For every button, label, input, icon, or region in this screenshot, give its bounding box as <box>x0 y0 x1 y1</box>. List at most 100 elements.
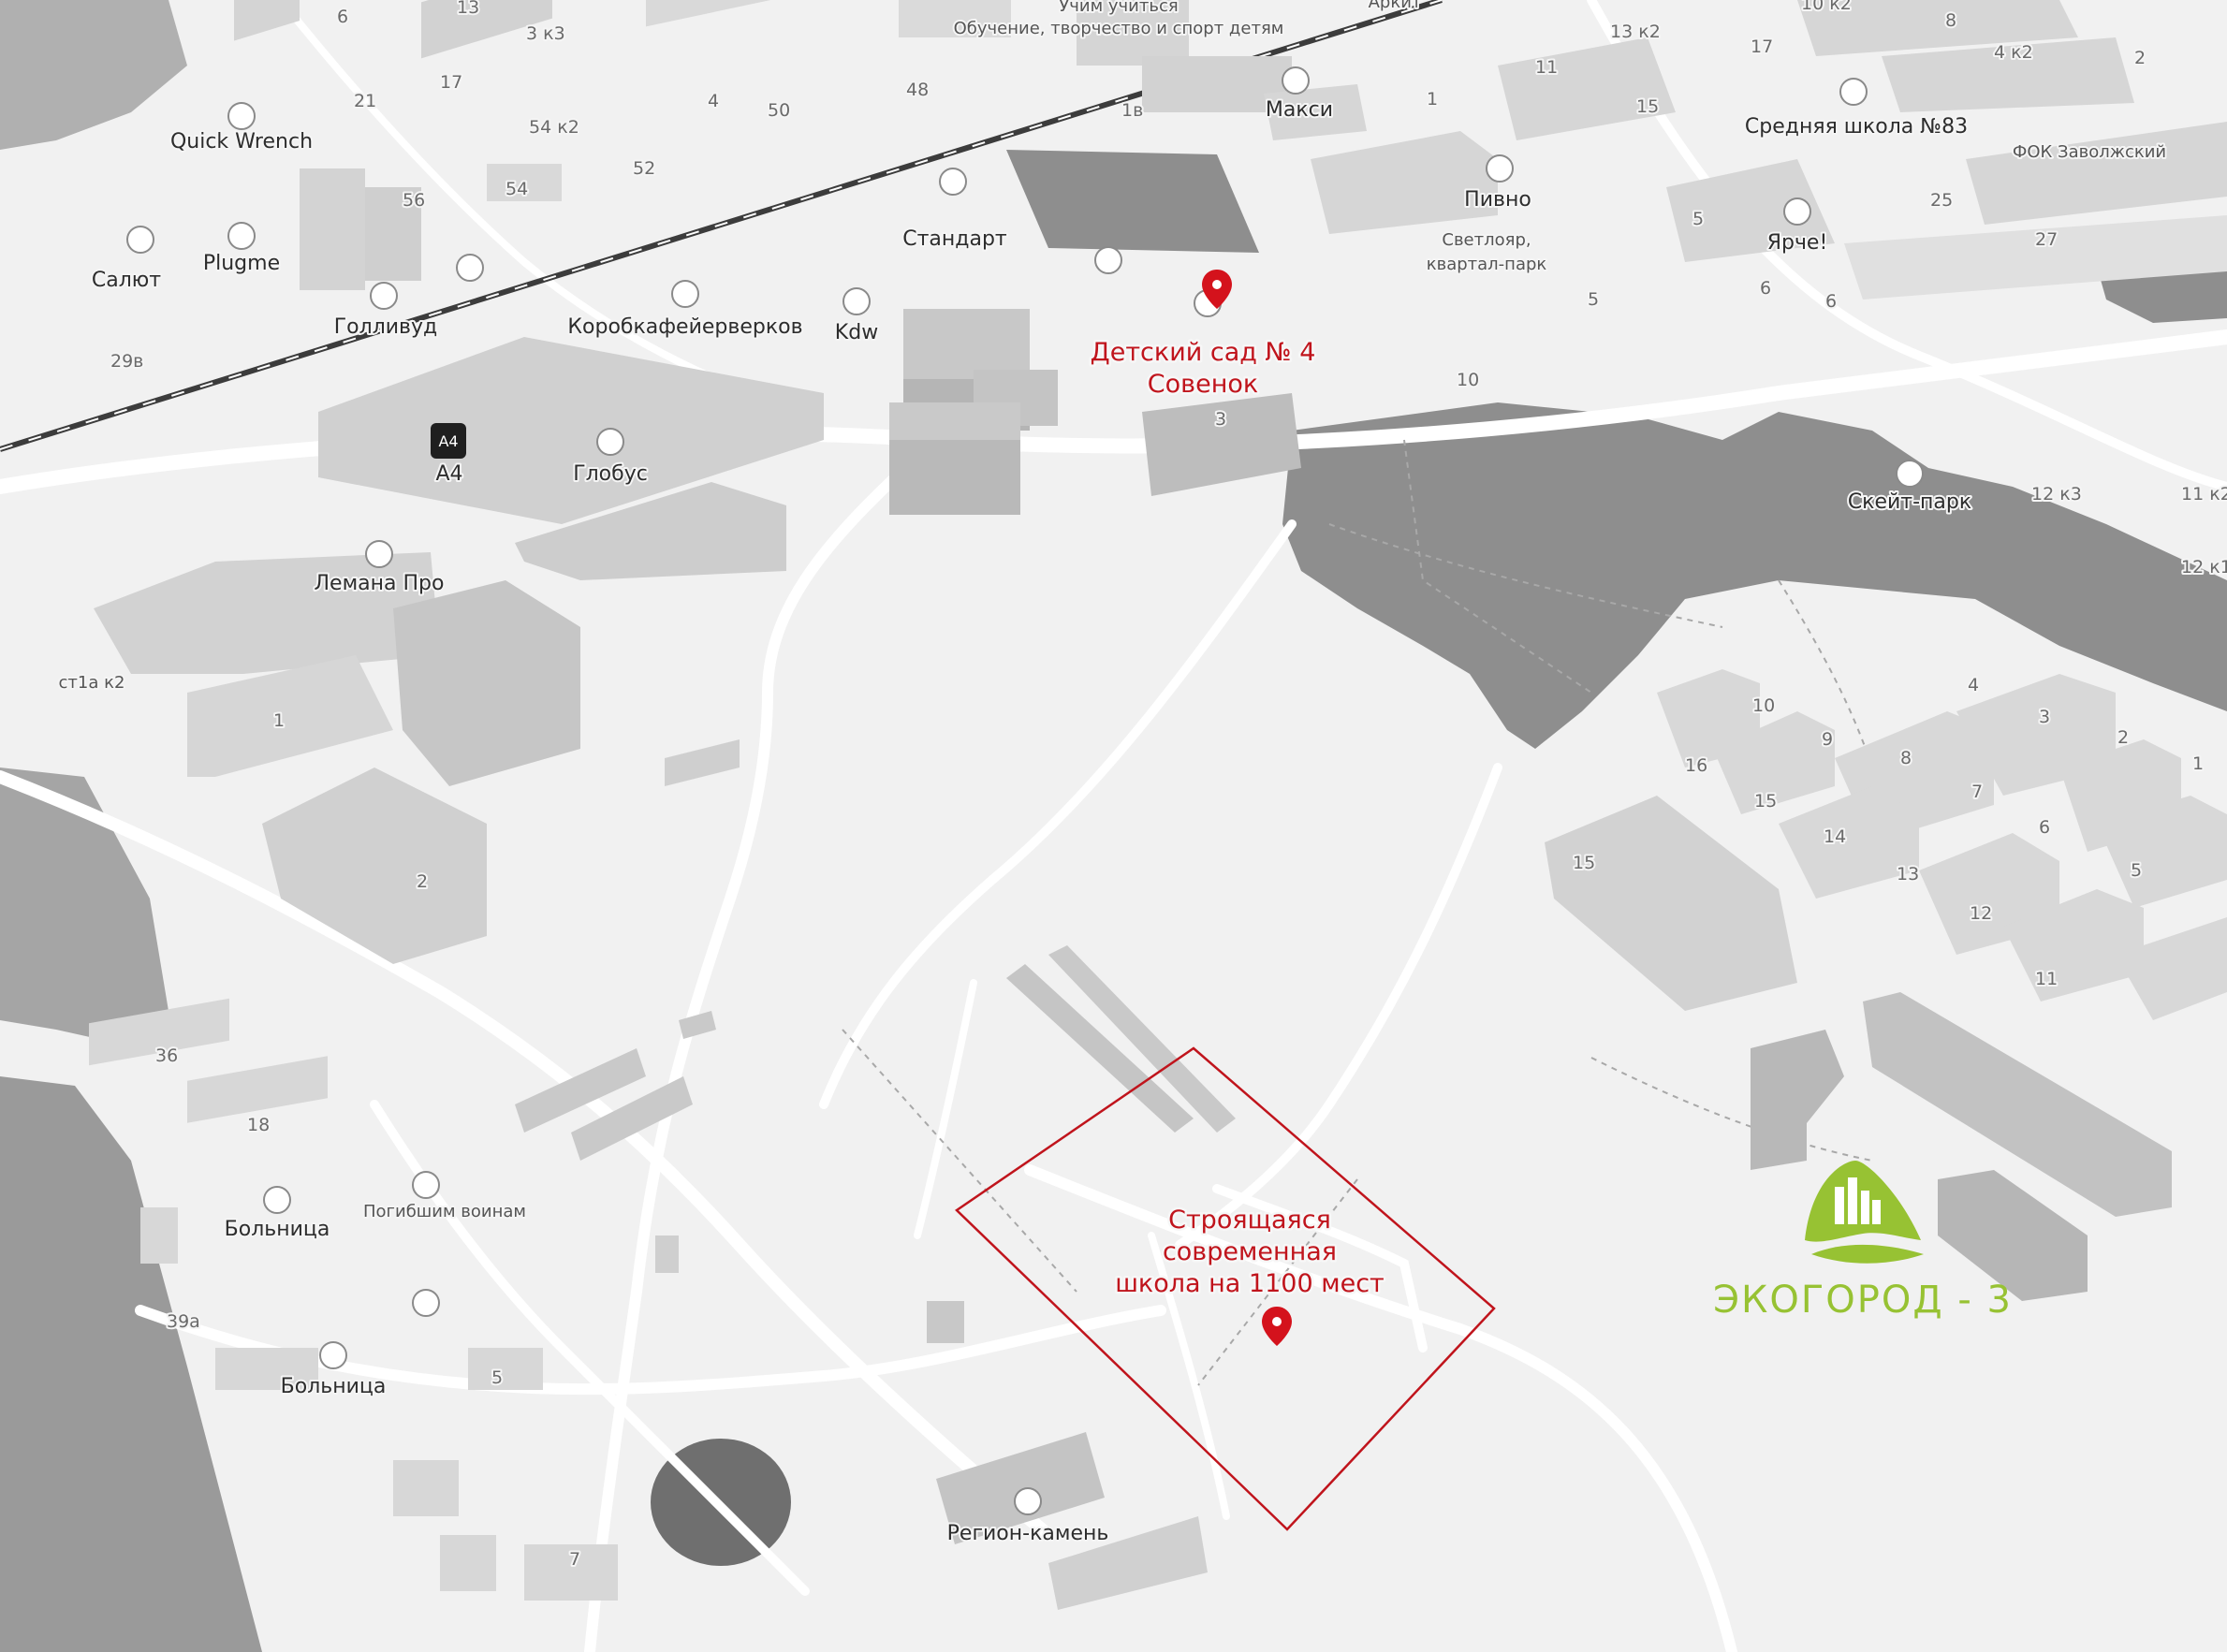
house-number: 2 <box>2117 727 2129 748</box>
label-a4: A4 <box>435 462 462 486</box>
label-kdw: Kdw <box>835 321 878 344</box>
house-number: 17 <box>440 72 462 93</box>
cart-icon <box>842 287 871 315</box>
house-number: 15 <box>1754 791 1777 811</box>
house-number: 21 <box>354 91 376 111</box>
house-number: 7 <box>569 1549 580 1570</box>
house-number: 52 <box>633 158 655 179</box>
school-site-outline[interactable] <box>955 1046 1496 1531</box>
house-number: 16 <box>1685 755 1707 776</box>
label-svetloyar2: квартал-парк <box>1427 255 1547 274</box>
house-number: 11 <box>1535 57 1558 78</box>
house-number: 3 <box>2039 707 2050 727</box>
house-number: 50 <box>768 100 790 121</box>
house-number: 12 к1 <box>2181 557 2227 577</box>
ecogorod-logo-text: ЭКОГОРОД - 3 <box>1713 1279 2013 1322</box>
label-fok: ФОК Заволжский <box>2013 142 2166 162</box>
house-number: 4 к2 <box>1994 42 2033 63</box>
house-number: 11 <box>2035 969 2058 989</box>
kindergarten-pin[interactable] <box>1202 270 1232 309</box>
house-number: 12 к3 <box>2031 484 2082 504</box>
poi-icons <box>126 66 1924 1515</box>
house-number: 1в <box>1121 100 1143 121</box>
label-hollywood: Голливуд <box>334 315 438 339</box>
house-number: 54 <box>505 179 528 199</box>
house-number: 56 <box>403 190 425 211</box>
hospital-icon <box>263 1186 291 1214</box>
hospital-icon <box>319 1341 347 1369</box>
house-number: 2 <box>417 871 428 892</box>
house-number: 6 <box>1760 278 1771 299</box>
house-number: 1 <box>2192 753 2204 774</box>
cart-icon <box>456 254 484 282</box>
label-school83: Средняя школа №83 <box>1745 115 1968 139</box>
house-number: 1 <box>273 710 285 731</box>
label-hospital1: Больница <box>225 1218 330 1241</box>
atm-icon <box>1094 246 1122 274</box>
house-number: 18 <box>247 1115 270 1135</box>
cart-icon <box>1282 66 1310 95</box>
monument-icon <box>412 1171 440 1199</box>
house-number: 13 к2 <box>1610 22 1661 42</box>
house-number: 54 к2 <box>529 117 579 138</box>
footpaths <box>842 439 1873 1386</box>
house-number: 17 <box>1751 37 1773 57</box>
house-number: 3 к3 <box>526 23 565 44</box>
label-skate: Скейт-парк <box>1848 490 1971 514</box>
house-number: 14 <box>1824 826 1846 847</box>
house-number: 13 <box>457 0 479 18</box>
label-quick-wrench: Quick Wrench <box>170 130 313 154</box>
house-number: 5 <box>2131 860 2142 881</box>
school-line2: современная <box>1163 1237 1337 1266</box>
school-line3: школа на 1100 мест <box>1115 1269 1385 1298</box>
house-number: 3 <box>1215 409 1226 430</box>
house-number: 6 <box>2039 817 2050 838</box>
house-number: 15 <box>1573 853 1595 873</box>
gas-station-icon <box>939 168 967 196</box>
label-globus: Глобус <box>573 462 648 486</box>
map-labels: Учим учиться Обучение, творчество и спор… <box>57 0 2227 1572</box>
house-number: 10 <box>1752 695 1775 716</box>
wrench-icon <box>227 102 256 130</box>
label-salut: Салют <box>92 269 161 292</box>
house-number: 27 <box>2035 229 2058 250</box>
house-number: 48 <box>906 80 929 100</box>
label-lemana: Лемана Про <box>315 572 445 595</box>
kindergarten-line1: Детский сад № 4 <box>1091 338 1316 367</box>
ecogorod-logo: ЭКОГОРОД - 3 <box>1713 1161 2013 1322</box>
house-number: 2 <box>2134 48 2146 68</box>
house-number: 4 <box>708 91 719 111</box>
label-region: Регион-камень <box>947 1522 1109 1545</box>
house-number: 11 к2 <box>2181 484 2227 504</box>
paint-roller-icon <box>1014 1487 1042 1515</box>
house-number: 6 <box>337 7 348 27</box>
firework-icon <box>671 280 699 308</box>
label-top-edu2: Обучение, творчество и спорт детям <box>954 19 1284 38</box>
plug-icon <box>227 222 256 250</box>
label-hospital2: Больница <box>281 1375 387 1398</box>
house-number: 6 <box>1825 291 1837 312</box>
skate-icon <box>1896 460 1924 488</box>
house-number: 12 <box>1970 903 1992 924</box>
house-number: 1 <box>1427 89 1438 110</box>
house-number: 25 <box>1930 190 1953 211</box>
a4-badge-text: A4 <box>438 432 458 450</box>
beer-icon <box>1486 154 1514 183</box>
house-number: 7 <box>1971 782 1983 802</box>
label-st1a: ст1а к2 <box>59 673 125 693</box>
box-icon <box>412 1289 440 1317</box>
label-korobka: Коробкафейерверков <box>567 315 802 339</box>
paint-roller-icon <box>365 540 393 568</box>
buildings <box>89 0 2227 1610</box>
cart-icon <box>596 428 624 456</box>
house-number: 13 <box>1897 864 1919 884</box>
school-line1: Строящаяся <box>1168 1206 1331 1235</box>
house-number: 39а <box>167 1311 200 1332</box>
cart-icon <box>1783 197 1811 226</box>
school-pin[interactable] <box>1262 1307 1292 1346</box>
kindergarten-label: Детский сад № 4 Совенок <box>1088 336 1318 402</box>
house-number: 10 к2 <box>1801 0 1852 14</box>
house-number: 9 <box>1822 729 1833 750</box>
